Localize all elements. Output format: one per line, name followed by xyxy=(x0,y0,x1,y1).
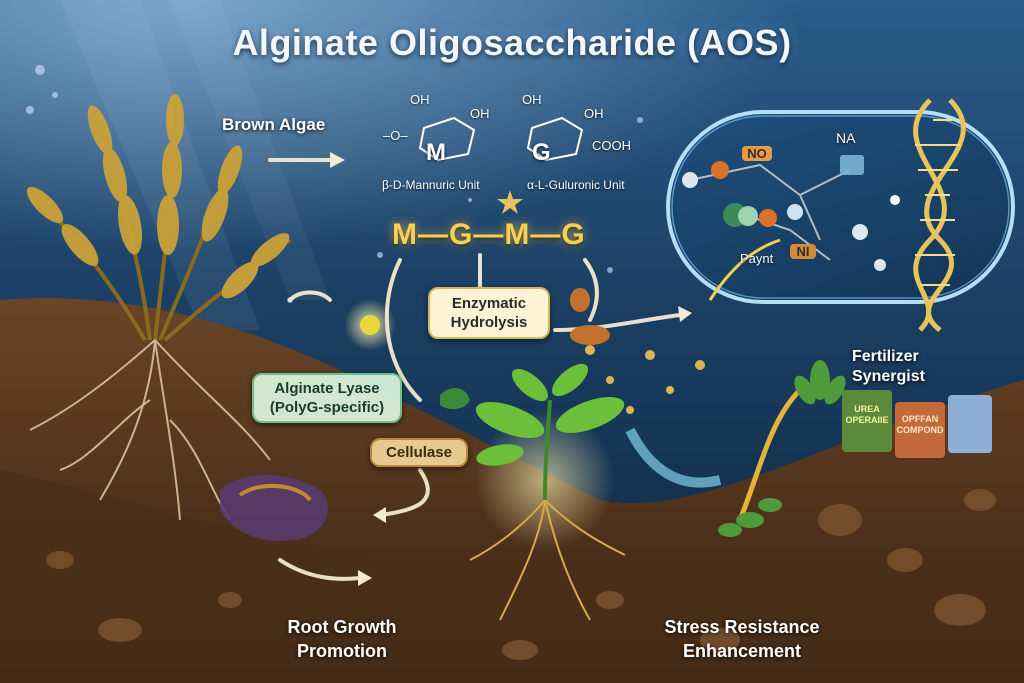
g-unit-caption: α-L-Guluronic Unit xyxy=(527,178,625,192)
cell-label-na: NA xyxy=(836,130,856,146)
cell-label-ni: NI xyxy=(790,244,816,259)
g-unit-ring-icon xyxy=(526,116,584,162)
star-icon xyxy=(497,190,523,214)
g-unit-oh-right: OH xyxy=(584,106,604,121)
fertilizer-bag-compound: OPFFAN COMPOND xyxy=(896,414,944,435)
fertilizer-synergist-label: Fertilizer Synergist xyxy=(852,348,925,385)
brown-algae-label: Brown Algae xyxy=(222,115,326,134)
m-unit-link: –O– xyxy=(383,128,408,143)
m-unit-caption: β-D-Mannuric Unit xyxy=(382,178,480,192)
g-unit-cooh: COOH xyxy=(592,138,631,153)
stress-resistance-label: Stress Resistance Enhancement xyxy=(664,617,820,661)
m-unit-letter: M xyxy=(426,139,446,166)
cellulase-label: Cellulase xyxy=(370,438,468,467)
alginate-lyase-label: Alginate Lyase (PolyG-specific) xyxy=(252,373,402,423)
cell-label-paynt: Paynt xyxy=(740,251,774,266)
oligosaccharide-chain: M—G—M—G xyxy=(392,218,586,251)
root-growth-label: Root Growth Promotion xyxy=(287,617,397,661)
cell-label-no: NO xyxy=(742,146,772,161)
g-unit-letter: G xyxy=(532,139,551,166)
enzymatic-hydrolysis-label: Enzymatic Hydrolysis xyxy=(428,287,550,339)
g-unit-oh-top: OH xyxy=(522,92,542,107)
m-unit-oh-top: OH xyxy=(410,92,430,107)
m-unit-oh-right: OH xyxy=(470,106,490,121)
fertilizer-bag-urea: UREA OPERAIIE xyxy=(845,404,889,425)
m-unit-ring-icon xyxy=(418,116,476,162)
page-title: Alginate Oligosaccharide (AOS) xyxy=(232,22,792,63)
